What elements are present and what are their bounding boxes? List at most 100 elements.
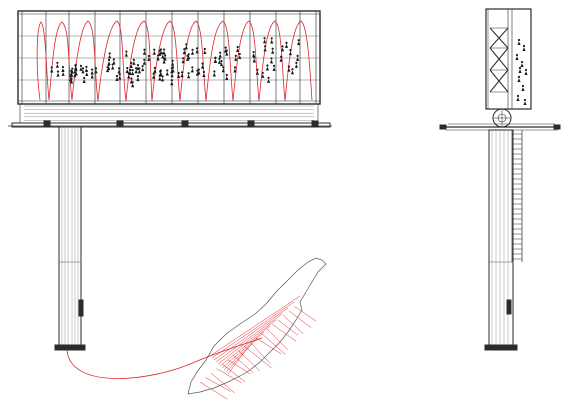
figure-mark: [212, 70, 216, 77]
figure-mark: [141, 65, 145, 72]
figure-mark: [160, 75, 165, 82]
figure-mark: [105, 66, 110, 73]
figure-mark: [195, 69, 199, 76]
street-line: [209, 295, 301, 357]
figure-mark: [290, 68, 295, 75]
figure-mark: [163, 54, 167, 61]
figure-mark: [236, 45, 240, 52]
figure-mark: [90, 68, 94, 75]
figure-mark: [261, 71, 265, 78]
figure-mark: [296, 54, 300, 61]
side-frame: [439, 8, 561, 131]
figure-mark: [56, 70, 60, 77]
figure-mark: [187, 53, 191, 60]
street-line: [222, 364, 246, 382]
figure-mark: [171, 59, 175, 66]
figure-mark: [136, 75, 140, 82]
figure-mark: [153, 66, 157, 73]
figure-mark: [55, 61, 59, 68]
figure-mark: [117, 67, 121, 74]
street-line: [223, 337, 259, 371]
street-line: [260, 332, 286, 355]
figure-mark: [134, 67, 138, 74]
figure-mark: [195, 47, 199, 54]
street-line: [277, 319, 299, 336]
figure-mark: [294, 61, 299, 68]
figure-mark: [262, 37, 267, 44]
figure-mark: [233, 66, 237, 73]
figure-mark: [184, 43, 188, 50]
street-line: [233, 355, 254, 373]
figure-mark: [284, 41, 289, 48]
figure-mark: [217, 57, 222, 64]
street-line: [215, 313, 283, 363]
figure-mark: [128, 68, 132, 76]
figure-mark: [288, 49, 293, 56]
side-column: [484, 129, 518, 351]
figure-mark: [524, 68, 528, 75]
street-line: [205, 377, 231, 392]
figure-mark: [180, 71, 184, 78]
figure-mark: [142, 58, 146, 65]
red-loop-curve: [36, 20, 313, 102]
figure-mark: [50, 66, 54, 73]
street-line: [266, 328, 288, 350]
support-column: [54, 126, 86, 351]
figure-mark: [516, 94, 520, 101]
front-elevation: [8, 10, 332, 400]
figure-mark: [132, 58, 136, 65]
figure-mark: [213, 56, 217, 64]
figure-mark: [271, 47, 275, 54]
figure-mark: [142, 48, 147, 55]
figure-mark: [221, 66, 225, 73]
figure-mark: [74, 63, 78, 70]
figure-mark: [517, 38, 521, 45]
street-line: [217, 319, 277, 365]
figure-mark: [129, 77, 134, 84]
figure-mark: [147, 54, 151, 61]
figure-mark: [515, 53, 519, 60]
figure-mark: [124, 50, 128, 57]
figure-mark: [136, 63, 140, 71]
street-line: [225, 343, 253, 373]
street-line: [210, 372, 235, 394]
figure-mark: [165, 69, 169, 76]
street-line: [213, 307, 289, 361]
figure-mark: [518, 66, 522, 73]
figure-mark: [118, 73, 122, 80]
figure-mark: [523, 98, 527, 105]
figure-mark: [85, 69, 89, 76]
street-line: [221, 331, 265, 369]
street-line: [227, 349, 247, 375]
figure-mark: [94, 67, 98, 74]
pedestrian-figures: [50, 37, 301, 88]
figure-mark: [522, 44, 526, 51]
figure-mark: [197, 68, 201, 75]
figure-mark: [182, 48, 186, 55]
figure-mark: [225, 73, 229, 81]
figure-mark: [61, 69, 65, 76]
catwalk-platform: [8, 104, 332, 128]
figure-mark: [130, 69, 135, 76]
island-map-outline: [187, 257, 327, 395]
side-figures: [515, 38, 528, 105]
figure-mark: [108, 52, 112, 59]
figure-mark: [202, 70, 206, 78]
figure-mark: [152, 72, 156, 79]
figure-mark: [107, 58, 111, 66]
billboard-frame: [17, 10, 321, 105]
figure-mark: [152, 48, 156, 55]
figure-mark: [115, 74, 119, 81]
figure-mark: [279, 55, 283, 62]
street-line: [272, 324, 297, 342]
figure-mark: [517, 75, 521, 82]
figure-mark: [125, 66, 129, 73]
figure-mark: [81, 67, 85, 74]
figure-mark: [263, 45, 267, 52]
figure-mark: [70, 67, 74, 74]
figure-mark: [190, 66, 194, 73]
street-line: [211, 301, 295, 359]
figure-mark: [287, 65, 291, 72]
figure-mark: [219, 59, 224, 67]
